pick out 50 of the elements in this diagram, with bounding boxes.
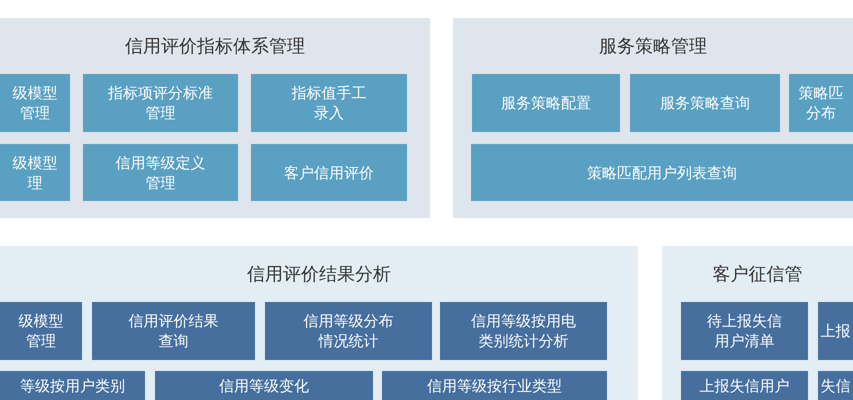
function-box (155, 371, 373, 400)
function-label: 服务策略查询 (660, 93, 750, 113)
function-label: 信用等级变化 (219, 376, 309, 396)
panel-title: 信用评价结果分析 (246, 263, 392, 286)
module-panel (0, 246, 638, 400)
function-label: 服务策略配置 (501, 93, 591, 113)
function-box (472, 74, 620, 132)
function-label: 策略匹配用户列表查询 (587, 162, 737, 182)
function-box (471, 144, 853, 201)
function-label: 级模型理 (12, 152, 58, 192)
module-panel (662, 246, 853, 400)
function-label: 等级按用户类别 (20, 376, 125, 396)
panel-title: 信用评价指标体系管理 (124, 35, 306, 58)
function-box (630, 74, 780, 132)
function-box (440, 302, 607, 360)
function-box (83, 74, 238, 132)
function-box (265, 302, 432, 360)
function-label: 指标项评分标准管理 (107, 83, 214, 123)
function-label: 失信 (820, 376, 850, 396)
function-box (818, 371, 853, 400)
function-label: 指标值手工录入 (290, 83, 368, 123)
function-box (92, 302, 255, 360)
function-box (83, 144, 238, 201)
function-box (382, 371, 607, 400)
function-label: 信用等级分布情况统计 (302, 311, 394, 351)
function-box (0, 302, 82, 360)
function-label: 上报失信用户 (700, 376, 790, 396)
function-label: 上报 (820, 321, 850, 341)
panel-title: 客户征信管 (712, 263, 804, 286)
function-box (681, 302, 808, 360)
function-box (789, 74, 853, 132)
module-panel (453, 18, 853, 218)
panel-title: 服务策略管理 (598, 35, 708, 58)
function-box (251, 144, 407, 201)
function-box (0, 371, 145, 400)
function-box (0, 144, 70, 201)
function-label: 信用等级定义管理 (114, 152, 206, 192)
module-panel (0, 18, 430, 218)
function-label: 级模型管理 (12, 83, 58, 123)
function-label: 待上报失信用户清单 (706, 311, 783, 351)
function-box (251, 74, 407, 132)
function-label: 客户信用评价 (284, 162, 374, 182)
function-label: 信用评价结果查询 (128, 311, 220, 351)
function-label: 策略匹分布 (798, 83, 844, 123)
function-label: 信用等级按行业类型 (427, 376, 562, 396)
function-box (818, 302, 853, 360)
function-box (681, 371, 808, 400)
function-label: 信用等级按用电类别统计分析 (470, 311, 577, 351)
function-label: 级模型管理 (18, 311, 64, 351)
function-box (0, 74, 70, 132)
